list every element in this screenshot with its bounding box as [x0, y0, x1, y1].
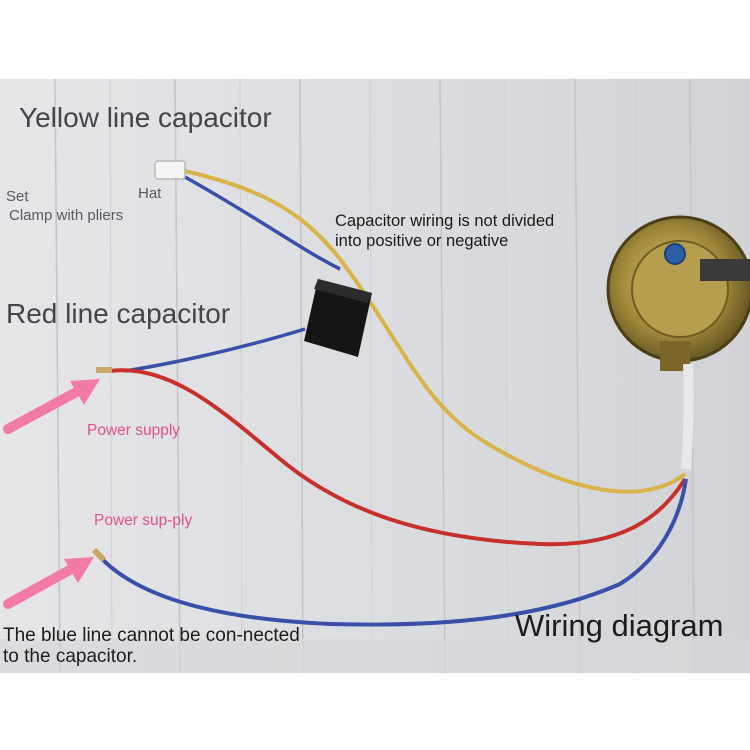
- red-line-capacitor-label: Red line capacitor: [6, 298, 231, 329]
- photo-scene: [0, 79, 750, 673]
- blue-line-note: The blue line cannot be con-nected to th…: [3, 625, 300, 667]
- capacitor-wiring-note: Capacitor wiring is not divided: [335, 212, 555, 230]
- hat-label: Hat: [138, 185, 162, 202]
- wiring-diagram-label: Wiring diagram: [515, 608, 724, 643]
- red-wire: [109, 368, 687, 547]
- wood-background: [0, 79, 750, 673]
- power-supply-label-2: Power sup-ply: [94, 512, 193, 529]
- set-label: Set: [6, 188, 29, 205]
- yellow-line-capacitor-label: Yellow line capacitor: [19, 102, 272, 133]
- arrow-icon: [3, 557, 94, 609]
- blue-wire: [98, 478, 688, 627]
- wiring-photo: [0, 79, 750, 673]
- arrow-icon: [3, 379, 100, 434]
- connector-icon: [154, 160, 186, 180]
- capacitor-wiring-note-2: into positive or negative: [335, 232, 509, 250]
- power-supply-label-1: Power supply: [87, 422, 181, 439]
- yellow-wire: [184, 169, 687, 494]
- clamp-with-pliers-label: Clamp with pliers: [9, 207, 124, 224]
- motor-icon: [606, 215, 750, 470]
- capacitor-icon: [304, 279, 372, 357]
